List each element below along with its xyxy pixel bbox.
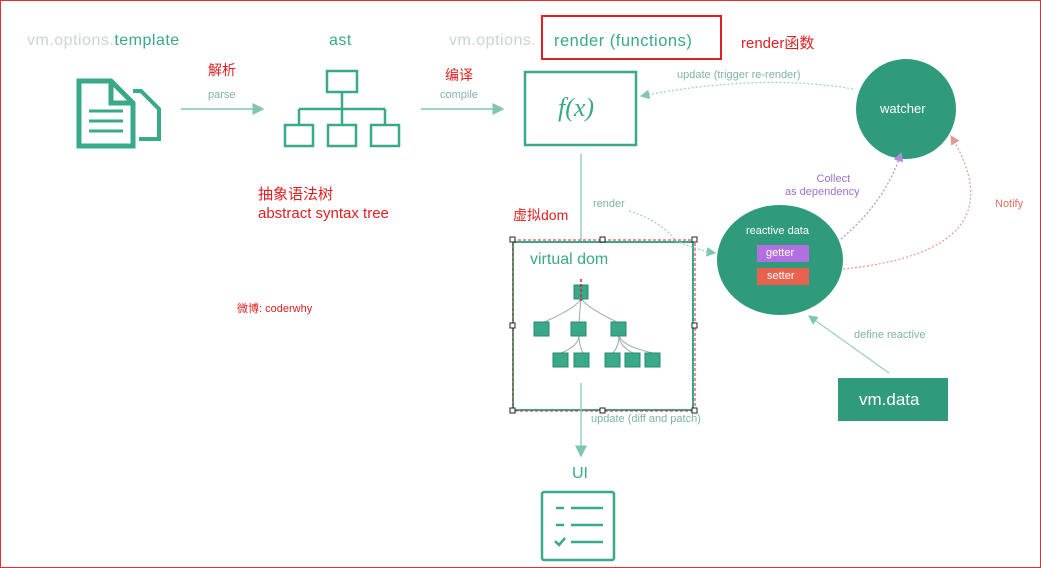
collect-label: Collect as dependency — [785, 173, 860, 199]
render-title: render (functions) — [554, 32, 693, 50]
ast-tree-icon — [283, 69, 401, 148]
define-reactive-label: define reactive — [854, 329, 926, 341]
getter-label: getter — [766, 247, 795, 259]
weibo-annotation: 微博: coderwhy — [237, 303, 313, 315]
ui-label: UI — [572, 465, 588, 482]
ast-en-annotation: abstract syntax tree — [258, 205, 389, 222]
render-function-box — [523, 70, 638, 147]
render-to-reactive-arrow — [628, 210, 717, 257]
render-title-highlight — [541, 15, 722, 60]
render-prefix: vm.options. — [449, 32, 537, 49]
watcher-node — [856, 59, 956, 159]
template-prefix: vm.options. — [27, 32, 115, 49]
reactive-data-label: reactive data — [746, 225, 809, 237]
vm-data-label: vm.data — [859, 390, 920, 409]
collect-line2: as dependency — [785, 186, 860, 198]
parse-annotation: 解析 — [208, 62, 236, 78]
getter-pill — [757, 245, 809, 262]
setter-pill — [757, 268, 809, 285]
vdom-annotation: 虚拟dom — [513, 207, 569, 223]
fx-label: f(x) — [558, 93, 595, 122]
collect-line1: Collect — [816, 173, 851, 185]
vm-data-node — [838, 378, 948, 421]
vdom-tree-icon — [533, 279, 661, 368]
setter-label: setter — [767, 270, 795, 282]
ast-title: ast — [329, 32, 352, 49]
notify-label: Notify — [995, 198, 1024, 210]
document-icon — [76, 78, 161, 149]
template-title: vm.options.template — [27, 32, 180, 50]
selection-handles — [509, 236, 698, 414]
parse-label: parse — [208, 89, 236, 101]
update-trigger-label: update (trigger re-render) — [677, 69, 801, 81]
define-reactive-arrow — [808, 315, 890, 374]
notify-arrow — [842, 134, 972, 270]
collect-dependency-arrow — [840, 151, 904, 240]
compile-label: compile — [440, 89, 478, 101]
render-edge-label: render — [593, 198, 625, 210]
virtual-dom-label: virtual dom — [530, 251, 609, 268]
compile-annotation: 编译 — [445, 67, 473, 83]
template-label: template — [114, 32, 180, 49]
checklist-icon — [540, 490, 616, 562]
ast-cn-annotation: 抽象语法树 — [258, 186, 334, 203]
render-annotation: render函数 — [741, 35, 815, 52]
watcher-label: watcher — [880, 101, 926, 116]
update-diff-label: update (diff and patch) — [591, 413, 701, 425]
update-trigger-arrow — [639, 81, 854, 100]
